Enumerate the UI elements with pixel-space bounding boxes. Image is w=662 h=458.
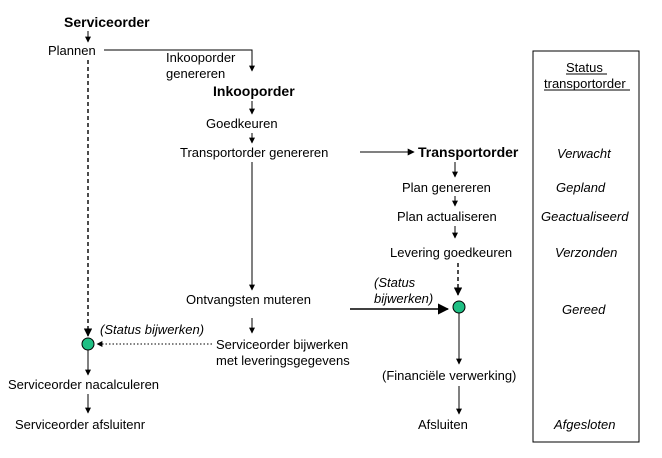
status-bijwerken-right-line1: (Status — [374, 275, 416, 290]
plannen-label: Plannen — [48, 43, 96, 58]
status-gereed: Gereed — [562, 302, 606, 317]
status-bijwerken-left-label: (Status bijwerken) — [100, 322, 204, 337]
status-header-line2: transportorder — [544, 76, 626, 91]
status-verwacht: Verwacht — [557, 146, 612, 161]
serviceorder-title: Serviceorder — [64, 14, 150, 30]
status-afgesloten: Afgesloten — [553, 417, 615, 432]
afsluiten-label: Afsluiten — [418, 417, 468, 432]
transportorder-genereren-label: Transportorder genereren — [180, 145, 328, 160]
nacalculeren-label: Serviceorder nacalculeren — [8, 377, 159, 392]
inkooporder-title: Inkooporder — [213, 83, 295, 99]
inkooporder-genereren-line2: genereren — [166, 66, 225, 81]
transportorder-title: Transportorder — [418, 144, 519, 160]
inkooporder-genereren-line1: Inkooporder — [166, 50, 236, 65]
serviceorder-afsluiten-label: Serviceorder afsluitenr — [15, 417, 146, 432]
status-node-left — [81, 337, 95, 351]
goedkeuren-label: Goedkeuren — [206, 116, 278, 131]
levering-goedkeuren-label: Levering goedkeuren — [390, 245, 512, 260]
financiele-verwerking-label: (Financiële verwerking) — [382, 368, 516, 383]
status-gepland: Gepland — [556, 180, 606, 195]
status-geactualiseerd: Geactualiseerd — [541, 209, 629, 224]
plan-genereren-label: Plan genereren — [402, 180, 491, 195]
status-panel — [532, 50, 640, 443]
status-bijwerken-right-line2: bijwerken) — [374, 291, 433, 306]
status-node-right — [452, 300, 466, 314]
serviceorder-bijwerken-line2: met leveringsgegevens — [216, 353, 350, 368]
plan-actualiseren-label: Plan actualiseren — [397, 209, 497, 224]
serviceorder-bijwerken-line1: Serviceorder bijwerken — [216, 337, 348, 352]
status-verzonden: Verzonden — [555, 245, 617, 260]
arrow-plannen-inkooporder — [104, 49, 255, 72]
ontvangsten-label: Ontvangsten muteren — [186, 292, 311, 307]
status-header-line1: Status — [566, 60, 603, 75]
